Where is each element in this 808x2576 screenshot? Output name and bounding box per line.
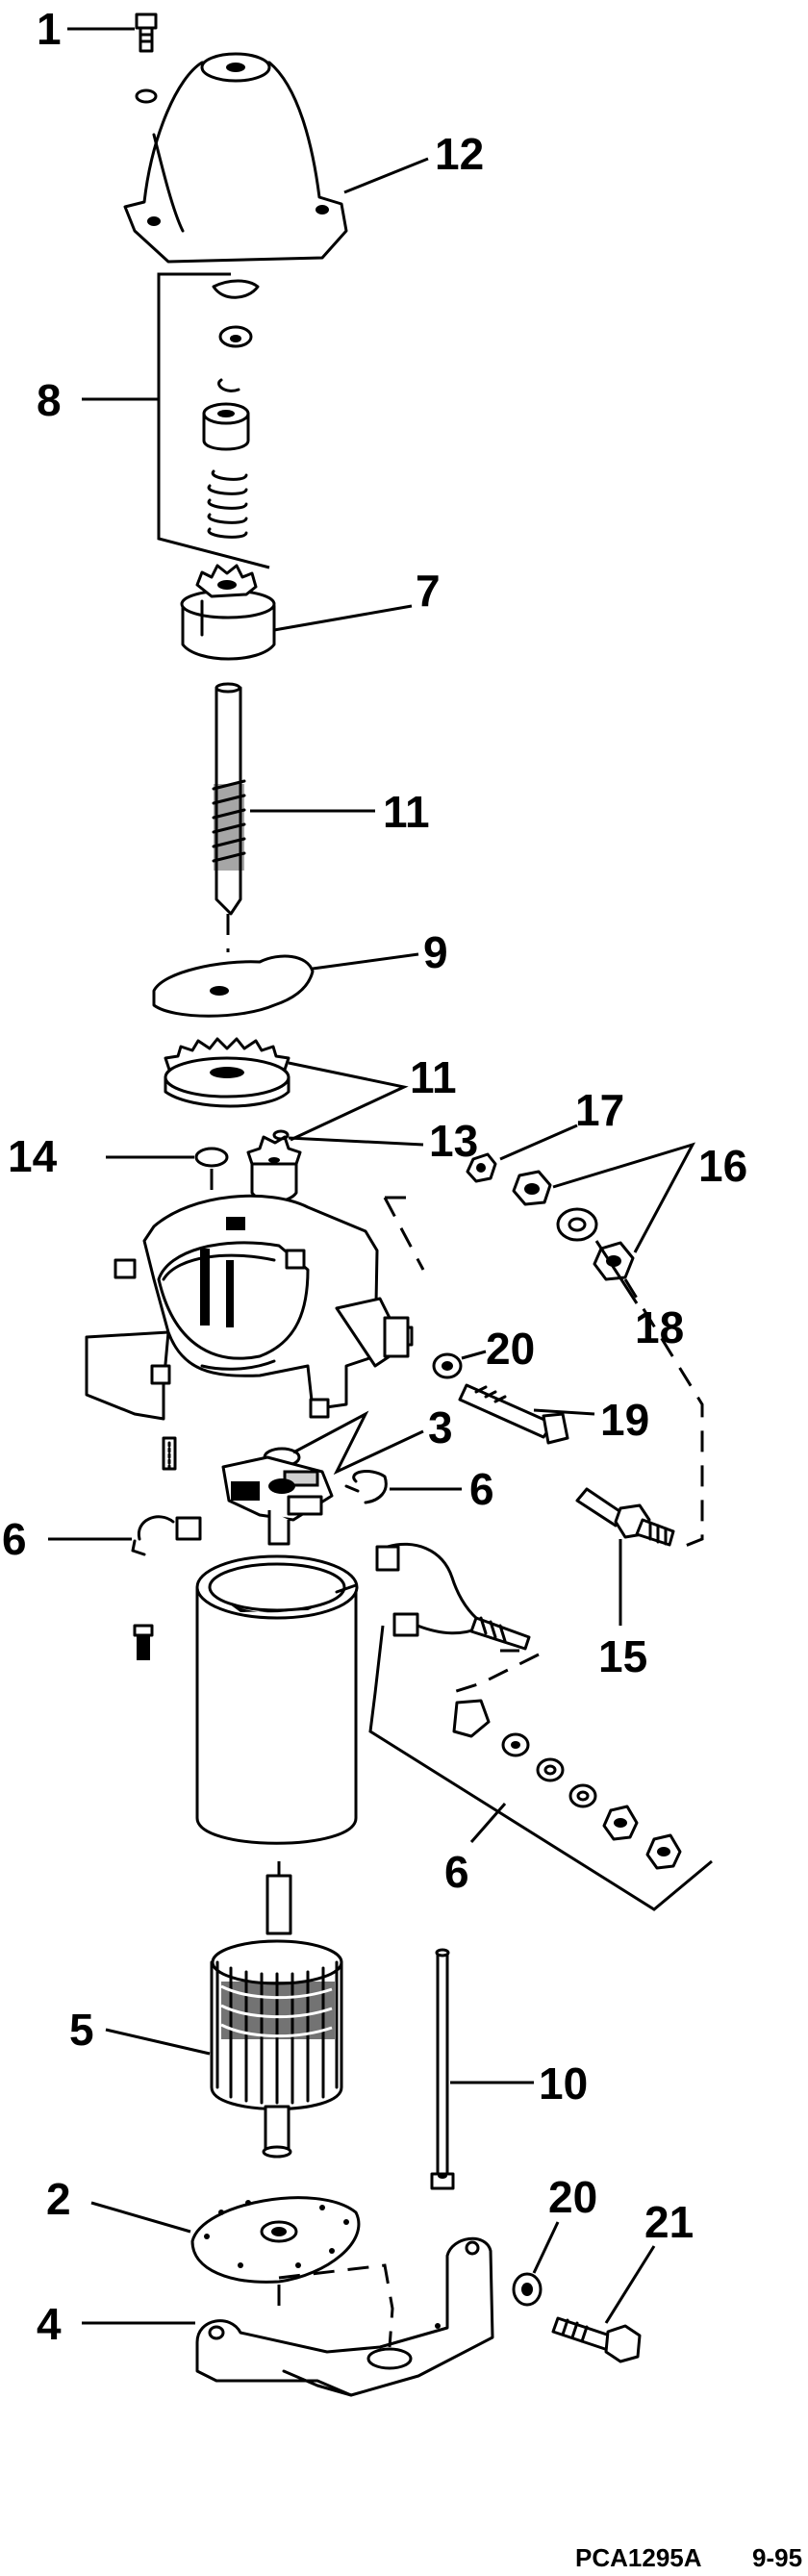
leader-19 (533, 1408, 595, 1416)
leader-21 (604, 2245, 656, 2324)
callout-6-harness: 6 (444, 1847, 469, 1897)
part-20-lockwasher (512, 2272, 543, 2307)
part-12-cover (123, 52, 348, 264)
motor-frame (195, 1554, 359, 1845)
bracket-8 (157, 272, 270, 569)
callout-17: 17 (575, 1085, 624, 1135)
callout-2: 2 (46, 2174, 71, 2224)
figure-date: 9-95 (752, 2543, 802, 2572)
part-19-bolt (458, 1383, 569, 1445)
part-6-brush-left (131, 1436, 202, 1556)
callout-4: 4 (37, 2299, 62, 2349)
callout-1: 1 (37, 4, 62, 54)
part-20-washer (432, 1352, 463, 1379)
callout-7: 7 (416, 566, 441, 616)
leader-6c (469, 1803, 507, 1843)
part-11-gears (164, 1037, 302, 1203)
part-21-bolt (551, 2316, 642, 2363)
part-6-harness (375, 1542, 682, 1870)
leader-17 (499, 1124, 578, 1161)
part-15-terminal (575, 1487, 675, 1547)
callout-19: 19 (600, 1395, 649, 1445)
frame-screw (133, 1624, 154, 1660)
housing (85, 1194, 414, 1421)
callout-21: 21 (644, 2197, 694, 2247)
callout-10: 10 (539, 2058, 588, 2109)
leader-18 (594, 1240, 639, 1304)
callout-18: 18 (635, 1302, 684, 1352)
part-5-armature (210, 1874, 343, 2159)
callout-15: 15 (598, 1631, 647, 1681)
leader-12 (343, 157, 429, 194)
leaders-11b (288, 1061, 409, 1142)
terminal-hardware (383, 1152, 635, 1281)
callout-11-gears: 11 (410, 1052, 457, 1102)
part-2-end-plate (190, 2196, 361, 2284)
leaders-3 (292, 1410, 424, 1476)
callout-20: 20 (486, 1324, 535, 1374)
callout-6-clip: 6 (469, 1464, 494, 1514)
callout-9: 9 (423, 927, 448, 977)
figure-code: PCA1295A (575, 2543, 702, 2572)
bracket-15 (623, 1278, 704, 1551)
callout-16: 16 (698, 1141, 747, 1191)
callout-11: 11 (383, 787, 430, 837)
part-8-spring-stack (202, 279, 260, 539)
leader-13 (288, 1136, 424, 1147)
leader-5 (105, 2028, 211, 2056)
callout-14: 14 (8, 1131, 58, 1181)
callout-3: 3 (428, 1402, 453, 1452)
leader-20a (461, 1350, 487, 1360)
callout-6: 6 (2, 1514, 27, 1564)
callout-5: 5 (69, 2005, 94, 2055)
part-7-pinion (180, 564, 276, 661)
part-1-screw (135, 13, 158, 104)
leaders-16 (552, 1142, 696, 1253)
part-6-clip (344, 1470, 388, 1504)
leader-2 (90, 2201, 191, 2234)
leader-20b (532, 2221, 560, 2274)
part-11-shaft (212, 682, 246, 952)
part-9-plate (152, 954, 315, 1018)
callout-8: 8 (37, 375, 62, 425)
part-10-through-bolt (430, 1948, 455, 2190)
leader-9 (312, 952, 419, 971)
bracket-6c (368, 1625, 713, 1911)
part-3-brush-holder (221, 1447, 334, 1546)
part-4-bracket (195, 2236, 494, 2397)
callout-13: 13 (429, 1116, 478, 1166)
leader-7 (273, 604, 413, 632)
part-14-oring (194, 1147, 229, 1168)
callout-20-lower: 20 (548, 2172, 597, 2222)
part-13-washer (272, 1129, 290, 1141)
callout-12: 12 (435, 129, 484, 179)
